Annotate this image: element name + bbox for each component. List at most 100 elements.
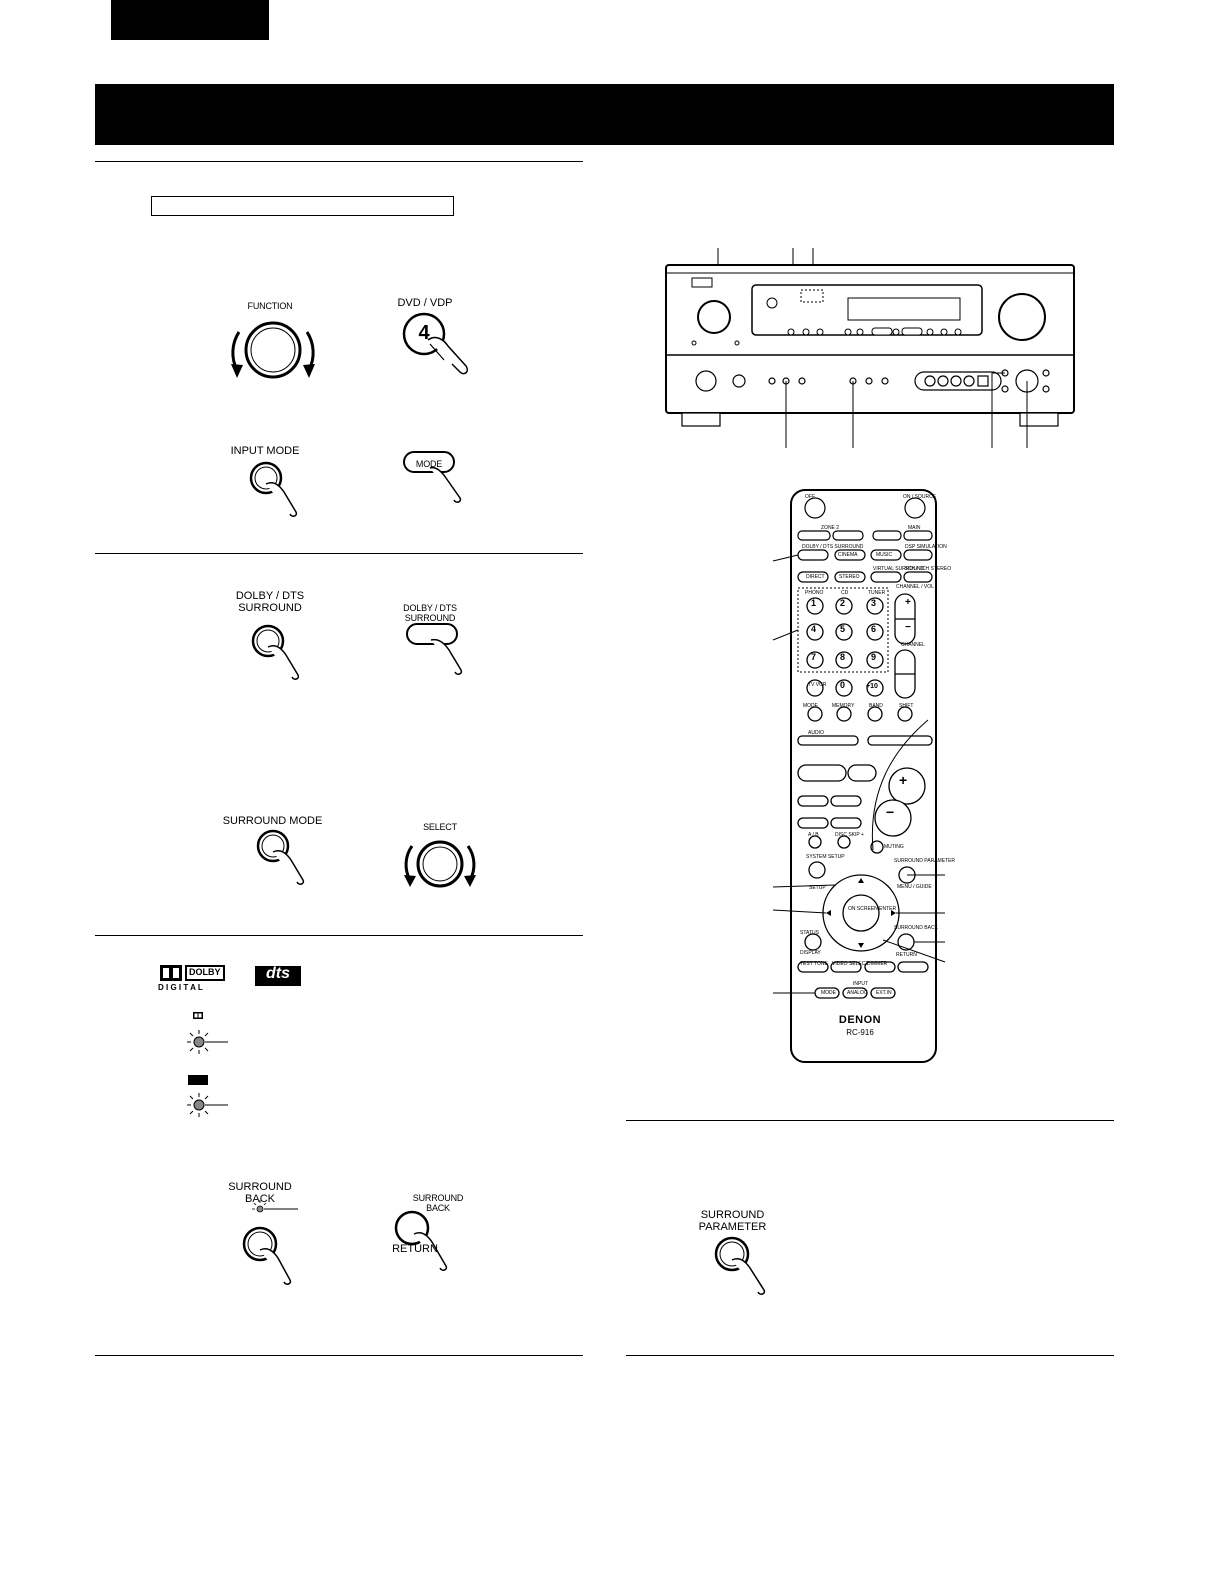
- input-mode-label: INPUT MODE: [230, 445, 300, 457]
- remote-zone2-label: ZONE 2: [821, 525, 840, 531]
- remote-big-vol-minus: −: [886, 804, 895, 820]
- dts-indicator-led: [187, 1075, 228, 1117]
- dvd-vdp-button-illustration: [402, 312, 469, 375]
- dvd-digit: 4: [418, 322, 430, 344]
- remote-display-label: DISPLAY: [800, 950, 821, 956]
- remote-memory-label: MEMORY: [832, 703, 855, 709]
- rule-right-2: [626, 1355, 1114, 1356]
- remote-vol-minus: −: [905, 622, 911, 633]
- remote-cd-label: CD: [841, 590, 849, 596]
- remote-num-1: 1: [811, 598, 817, 608]
- remote-system-setup-label: SYSTEM SETUP: [806, 854, 845, 860]
- dolby-dts-button-illustration: [251, 624, 300, 680]
- surround-parameter-label: SURROUND PARAMETER: [698, 1209, 767, 1233]
- remote-return-label: RETURN: [896, 952, 917, 958]
- remote-num-8: 8: [840, 652, 846, 662]
- remote-menu-label: MENU / GUIDE: [897, 884, 932, 890]
- remote-mode-btn-label: MODE: [803, 703, 818, 709]
- remote-dolby-dts-label: DOLBY / DTS SURROUND: [802, 544, 864, 550]
- remote-cinema-label: CINEMA: [838, 552, 858, 558]
- remote-on-source-label: ON / SOURCE: [903, 494, 937, 500]
- remote-input-mode-label: MODE: [821, 990, 836, 996]
- remote-tuner-label: TUNER: [868, 590, 886, 596]
- remote-shift-label: SHIFT: [899, 703, 914, 709]
- surround-back-label: SURROUND BACK: [228, 1181, 292, 1205]
- dts-word: dts: [266, 965, 290, 982]
- remote-num-0: 0: [840, 680, 846, 690]
- remote-num-9: 9: [871, 652, 877, 662]
- remote-num-4: 4: [811, 624, 817, 634]
- select-label: SELECT: [423, 822, 457, 832]
- remote-ext-in-label: EXT.IN: [876, 990, 892, 996]
- surround-parameter-button-illustration: [714, 1236, 766, 1295]
- dvd-vdp-label: DVD / VDP: [397, 297, 453, 309]
- remote-num-10: +10: [866, 683, 878, 690]
- dolby-dts-pill-illustration: [406, 623, 463, 675]
- dts-logo: [255, 966, 301, 986]
- remote-virtual-label: VIRTUAL SURROUND: [873, 566, 925, 572]
- remote-status-label: STATUS: [800, 930, 819, 936]
- surround-back-return-illustration: [394, 1210, 448, 1271]
- remote-num-3: 3: [871, 598, 877, 608]
- digital-word: D I G I T A L: [158, 983, 203, 992]
- dolby-word: DOLBY: [189, 967, 221, 977]
- rule-right-1: [626, 1120, 1114, 1121]
- surround-mode-label: SURROUND MODE: [222, 815, 323, 827]
- remote-main-label: MAIN: [908, 525, 921, 531]
- section-tag-box: [111, 0, 269, 40]
- surround-mode-button-illustration: [256, 829, 305, 885]
- select-knob-illustration: [404, 840, 476, 888]
- remote-channel-vol-label: CHANNEL / VOL: [896, 584, 934, 590]
- note-outline-box: [151, 196, 454, 216]
- remote-control-illustration: [772, 489, 946, 1063]
- remote-test-tone-label: TEST TONE: [800, 961, 828, 967]
- remote-setup-label: SETUP: [809, 885, 826, 891]
- remote-audio-label: AUDIO: [808, 730, 824, 736]
- rule-left-4: [95, 1355, 583, 1356]
- remote-num-5: 5: [840, 624, 846, 634]
- return-label: RETURN: [392, 1243, 438, 1255]
- function-label: FUNCTION: [247, 301, 293, 311]
- remote-model: RC-916: [846, 1028, 874, 1037]
- remote-vol-plus: +: [905, 597, 911, 608]
- remote-video-select-label: VIDEO SELECT: [832, 961, 869, 967]
- remote-dsp-label: DSP SIMULATION: [905, 544, 947, 550]
- remote-big-vol-plus: +: [899, 772, 908, 788]
- page-header-bar: [95, 84, 1114, 145]
- remote-5ch7ch-label: 5CH / 7CH STEREO: [905, 566, 952, 572]
- input-mode-button-illustration: [249, 461, 298, 517]
- dolby-dts-surround-label: DOLBY / DTS SURROUND: [235, 590, 305, 614]
- remote-surround-back-label: SURROUND BACK: [894, 925, 938, 931]
- surround-back-remote-label: SURROUND BACK: [412, 1193, 464, 1213]
- remote-dimmer-label: DIMMER: [867, 961, 888, 967]
- rule-left-3: [95, 935, 583, 936]
- remote-input-label: INPUT: [853, 981, 868, 987]
- dolby-indicator-led: [187, 1012, 228, 1054]
- remote-band-label: BAND: [869, 703, 883, 709]
- mode-button-illustration: [403, 451, 462, 503]
- remote-num-2: 2: [840, 598, 846, 608]
- remote-disc-skip-label: DISC SKIP +: [835, 832, 864, 838]
- remote-music-label: MUSIC: [876, 552, 893, 558]
- remote-muting-label: MUTING: [884, 844, 904, 850]
- dolby-dts-pill-label: DOLBY / DTS SURROUND: [403, 603, 457, 623]
- dolby-digital-logo: [160, 965, 225, 981]
- remote-off-label: OFF: [805, 494, 815, 500]
- remote-phono-label: PHONO: [805, 590, 824, 596]
- remote-direct-label: DIRECT: [806, 574, 825, 580]
- rule-left-1: [95, 161, 583, 162]
- remote-num-6: 6: [871, 624, 877, 634]
- remote-surround-param-label: SURROUND PARAMETER: [894, 858, 956, 864]
- remote-brand: DENON: [838, 1014, 882, 1026]
- remote-stereo-label: STEREO: [839, 574, 860, 580]
- mode-label: MODE: [415, 459, 443, 469]
- remote-ab-label: A / B: [808, 832, 819, 838]
- remote-channel-label: CHANNEL: [901, 642, 925, 648]
- surround-back-button-illustration: [242, 1200, 298, 1285]
- receiver-front-panel: [665, 248, 1075, 448]
- rule-left-2: [95, 553, 583, 554]
- function-knob-illustration: [231, 321, 315, 379]
- remote-tv-vcr-label: TV VCR: [808, 682, 827, 688]
- remote-num-7: 7: [811, 652, 817, 662]
- remote-analog-label: ANALOG: [847, 990, 868, 996]
